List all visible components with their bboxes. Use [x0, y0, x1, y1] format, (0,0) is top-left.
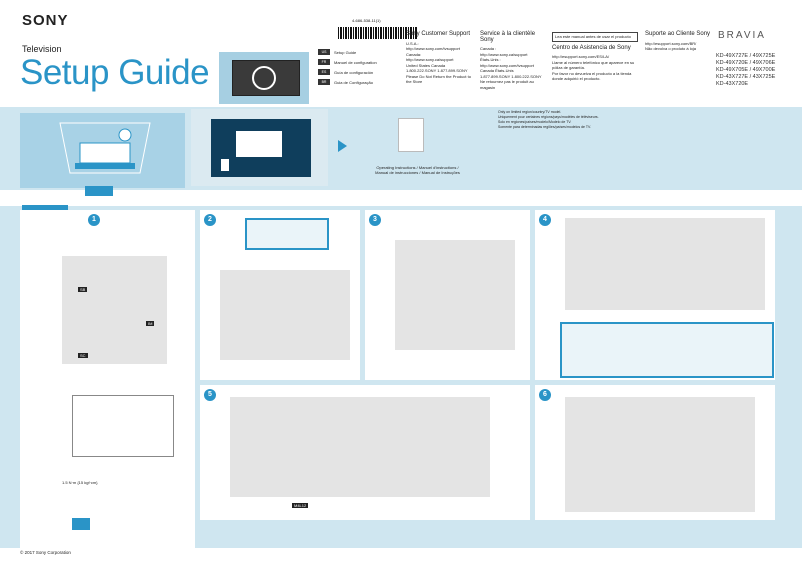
manual-icon	[398, 118, 424, 152]
wall-mount-icon	[211, 119, 311, 177]
arrow-down-icon	[85, 186, 113, 196]
stand-tv-upright-illustration	[565, 397, 755, 512]
support-line: Canada États-Unis	[480, 68, 514, 73]
support-line: United States Canada	[406, 62, 446, 68]
support-en: Sony Customer Support U.S.A.: http://www…	[406, 31, 476, 85]
language-row: ES Guía de configuración	[318, 67, 377, 77]
model-item: KD-43X727E / 43X725E	[716, 74, 776, 80]
support-fr: Service à la clientèle Sony Canada : htt…	[480, 31, 548, 90]
language-row: FR Manuel de configuration	[318, 57, 377, 67]
support-heading: Service à la clientèle Sony	[480, 31, 536, 43]
support-phone: 1.800.222.SONY 1.877.899.SONY	[406, 68, 468, 73]
language-code: US	[318, 49, 330, 55]
correct-incorrect-inset	[560, 322, 774, 378]
read-first-box: Lea este manual antes de usar el product…	[552, 32, 638, 42]
support-link[interactable]: http://www.sony.com/tvsupport	[406, 46, 460, 51]
note-line: Only on limited region/country/TV model.	[498, 110, 562, 114]
step-5-panel: 5 M4L12	[200, 385, 530, 520]
manuals-caption: Operating Instructions / Manuel d'instru…	[375, 165, 460, 175]
support-line: Canada :	[480, 46, 497, 51]
support-link[interactable]: http://esupport.sony.com/BR/	[645, 40, 697, 46]
part-tag-sc: SC	[78, 353, 88, 358]
step-2-panel: 2	[200, 210, 360, 380]
support-link[interactable]: http://www.sony.com/tvsupport	[480, 62, 534, 68]
no-touch-icon	[252, 66, 276, 90]
stand-attach-illustration	[565, 218, 765, 310]
barcode-image	[338, 27, 418, 39]
language-code: ES	[318, 69, 330, 75]
tv-room-illustration	[20, 113, 185, 188]
model-item: KD-43X720E	[716, 81, 749, 87]
language-label: Setup Guide	[334, 49, 357, 55]
tv-on-stand-icon	[59, 122, 151, 174]
note-line: Somente para determinadas regiões/países…	[498, 125, 592, 129]
part-tag-screw: M4L12	[292, 503, 309, 508]
support-line: U.S.A.:	[406, 40, 419, 46]
page-title: Setup Guide	[20, 53, 210, 92]
note-line: Solo en regiones/países/modelo/Modelo de…	[498, 120, 572, 124]
support-link[interactable]: http://www.sony.ca/support	[406, 57, 454, 62]
language-label: Guía de configuración	[334, 69, 374, 75]
support-br: Suporte ao Cliente Sony http://esupport.…	[645, 31, 713, 52]
model-item: KD-49X705E / 49X700E	[716, 67, 776, 73]
support-line: Llame al número telefónico que aparece e…	[552, 59, 635, 71]
part-number: 4-686-538-11(1)	[352, 18, 381, 23]
language-row: US Setup Guide	[318, 47, 377, 57]
language-code: FR	[318, 59, 330, 65]
language-label: Guia de Configuração	[334, 79, 373, 85]
substep-badge: 5	[204, 389, 216, 401]
language-row: BR Guia de Configuração	[318, 77, 377, 87]
substep-badge: 4	[539, 214, 551, 226]
support-line: Please Do Not Return the Product to the …	[406, 73, 471, 85]
lift-tv-illustration	[220, 270, 350, 360]
substep-badge: 2	[204, 214, 216, 226]
toolbox-icon	[72, 518, 90, 530]
place-tv-illustration	[395, 240, 515, 350]
step-4-panel: 4	[535, 210, 775, 380]
screw-stand-illustration	[230, 397, 490, 497]
brand-logo: SONY	[22, 12, 69, 29]
substep-badge: 6	[539, 389, 551, 401]
support-line: États-Unis :	[480, 57, 501, 62]
support-heading: Suporte ao Cliente Sony	[645, 31, 711, 37]
arrow-right-icon	[338, 140, 347, 152]
support-es: Lea este manual antes de usar el product…	[552, 32, 638, 82]
model-item: KD-49X720E / 49X706E	[716, 60, 776, 66]
support-heading: Centro de Asistencia de Sony	[552, 44, 631, 51]
correct-incorrect-inset	[245, 218, 329, 250]
language-code: BR	[318, 79, 330, 85]
unpack-panel: 1 SB IM SC 1.5 N·m {15 kgf·cm}	[20, 210, 195, 548]
support-heading: Sony Customer Support	[406, 31, 471, 37]
series-brand: BRAVIA	[718, 30, 766, 41]
model-note: Only on limited region/country/TV model.…	[498, 110, 599, 130]
language-label: Manuel de configuration	[334, 59, 377, 65]
model-list: KD-49X727E / 49X725E KD-49X720E / 49X706…	[716, 53, 775, 88]
substep-badge: 3	[369, 214, 381, 226]
box-illustration	[72, 395, 174, 457]
step-3-panel: 3	[365, 210, 530, 380]
model-item: KD-49X727E / 49X725E	[716, 53, 776, 59]
support-link[interactable]: http://www.sony.ca/support	[480, 51, 528, 57]
support-line: Por favor no devuelva el producto a la t…	[552, 70, 632, 82]
part-tag-sb: SB	[78, 287, 88, 292]
support-line: Ne retournez pas le produit au magasin	[480, 79, 534, 90]
support-line: Não devolva o produto à loja	[645, 46, 696, 51]
support-phone: 1.877.899.SONY 1.800.222.SONY	[480, 73, 542, 79]
accessories-tray	[62, 256, 167, 364]
product-label: Television	[22, 44, 62, 54]
torque-label: 1.5 N·m {15 kgf·cm}	[62, 480, 98, 485]
wall-room-illustration	[191, 109, 328, 186]
support-line: Canada:	[406, 51, 422, 57]
support-link[interactable]: http://esupport.sony.com/ES/LA/	[552, 54, 610, 59]
step-6-panel: 6	[535, 385, 775, 520]
part-tag-im: IM	[146, 321, 155, 326]
copyright: © 2017 Sony Corporation	[20, 550, 71, 555]
note-line: Uniquement pour certaines régions/pays/m…	[498, 115, 599, 119]
substep-badge: 1	[88, 214, 100, 226]
